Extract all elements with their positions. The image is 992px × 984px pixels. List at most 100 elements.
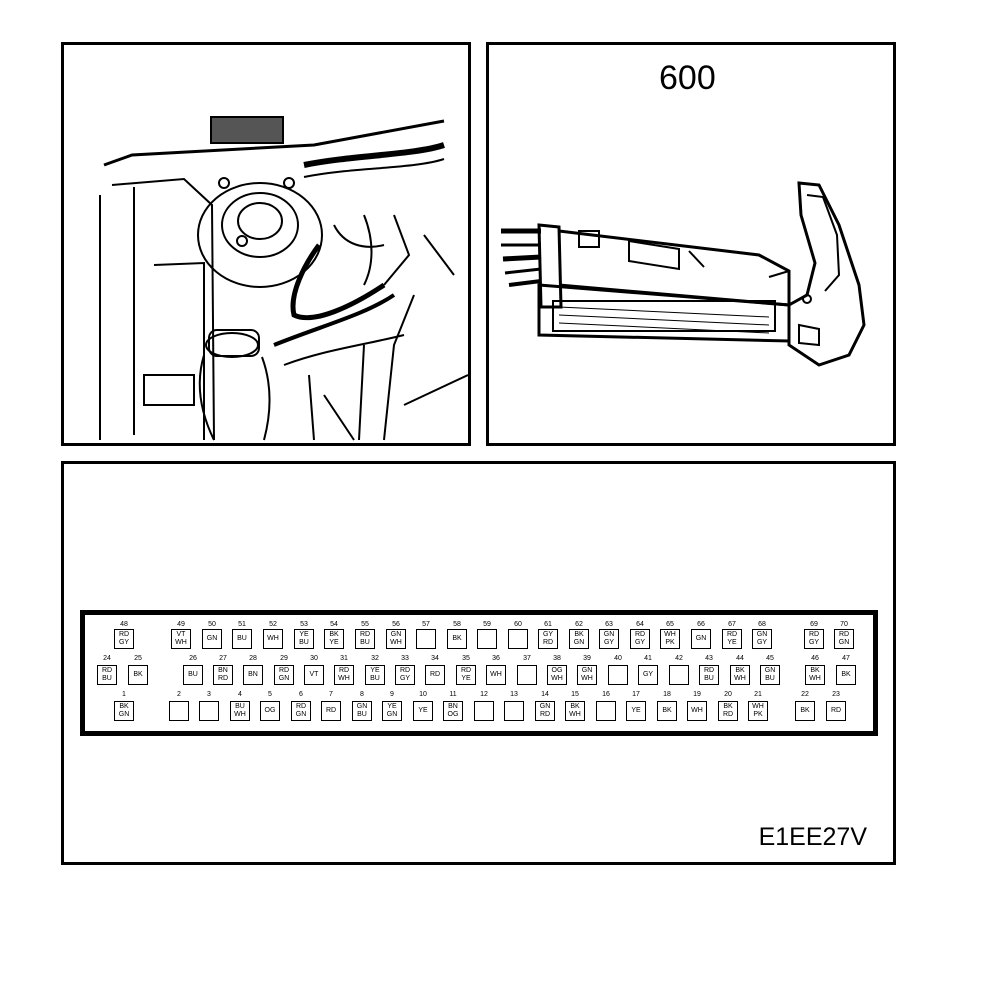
pin-number: 2 bbox=[177, 691, 181, 698]
pin-number: 34 bbox=[431, 655, 439, 662]
wire-color-code: GN bbox=[603, 631, 615, 638]
wire-color-code: GN bbox=[390, 631, 402, 638]
wire-color-code: GN bbox=[118, 711, 130, 718]
wire-color-code: RD bbox=[722, 711, 734, 718]
wire-color-code: WH bbox=[338, 675, 350, 682]
pin-cavity: VT bbox=[304, 665, 324, 685]
wire-color-code: RD bbox=[808, 631, 820, 638]
wire-color-code: RD bbox=[542, 639, 554, 646]
pin-number: 56 bbox=[392, 621, 400, 628]
pin-number: 54 bbox=[330, 621, 338, 628]
pin-number: 26 bbox=[189, 655, 197, 662]
wire-color-code: BU bbox=[188, 671, 198, 678]
wire-color-code: RD bbox=[830, 707, 842, 714]
wire-color-code: GY bbox=[634, 639, 646, 646]
pin-cavity bbox=[477, 629, 497, 649]
pin-number: 66 bbox=[697, 621, 705, 628]
pin-number: 39 bbox=[583, 655, 591, 662]
pin-number: 21 bbox=[754, 691, 762, 698]
wire-color-code: YE bbox=[461, 675, 471, 682]
wire-color-code: RD bbox=[118, 631, 130, 638]
wire-color-code: YE bbox=[387, 703, 397, 710]
wire-color-code: WH bbox=[267, 635, 279, 642]
pin-cavity: GN bbox=[691, 629, 711, 649]
engine-bay-illustration bbox=[61, 42, 471, 446]
pin-number: 62 bbox=[575, 621, 583, 628]
pin-cavity: RD bbox=[826, 701, 846, 721]
pin-number: 65 bbox=[666, 621, 674, 628]
wire-color-code: GY bbox=[399, 675, 411, 682]
pin-number: 1 bbox=[122, 691, 126, 698]
wire-color-code: BU bbox=[357, 711, 367, 718]
pin-number: 42 bbox=[675, 655, 683, 662]
pin-cavity bbox=[199, 701, 219, 721]
pin-number: 47 bbox=[842, 655, 850, 662]
wire-color-code: RD bbox=[429, 671, 441, 678]
wire-color-code: WH bbox=[490, 671, 502, 678]
pin-cavity: YE bbox=[413, 701, 433, 721]
pin-number: 53 bbox=[300, 621, 308, 628]
wire-color-code: BU bbox=[704, 675, 714, 682]
wire-color-code: RD bbox=[295, 703, 307, 710]
pin-number: 20 bbox=[724, 691, 732, 698]
wire-color-code: GN bbox=[764, 667, 776, 674]
pin-number: 16 bbox=[602, 691, 610, 698]
wire-color-code: GN bbox=[356, 703, 368, 710]
pin-cavity: BK bbox=[795, 701, 815, 721]
pin-number: 4 bbox=[238, 691, 242, 698]
pin-number: 6 bbox=[299, 691, 303, 698]
pin-number: 3 bbox=[207, 691, 211, 698]
pin-number: 35 bbox=[462, 655, 470, 662]
wire-color-code: RD bbox=[217, 675, 229, 682]
pin-number: 52 bbox=[269, 621, 277, 628]
wire-color-code: WH bbox=[175, 639, 187, 646]
wire-color-code: RD bbox=[101, 667, 113, 674]
pin-number: 18 bbox=[663, 691, 671, 698]
wire-color-code: BU bbox=[102, 675, 112, 682]
pin-number: 68 bbox=[758, 621, 766, 628]
pin-number: 38 bbox=[553, 655, 561, 662]
pin-cavity: WH bbox=[486, 665, 506, 685]
wire-color-code: YE bbox=[370, 667, 380, 674]
pin-number: 57 bbox=[422, 621, 430, 628]
pin-cavity bbox=[474, 701, 494, 721]
wire-color-code: WH bbox=[234, 711, 246, 718]
wire-color-code: WH bbox=[581, 675, 593, 682]
wire-color-code: RD bbox=[399, 667, 411, 674]
wire-color-code: PK bbox=[753, 711, 763, 718]
pin-number: 23 bbox=[832, 691, 840, 698]
pin-number: 10 bbox=[419, 691, 427, 698]
pin-number: 69 bbox=[810, 621, 818, 628]
pin-number: 60 bbox=[514, 621, 522, 628]
wire-color-code: RD bbox=[325, 707, 337, 714]
pin-cavity: GN bbox=[202, 629, 222, 649]
pin-number: 63 bbox=[605, 621, 613, 628]
wire-color-code: BN bbox=[218, 667, 228, 674]
wire-color-code: BK bbox=[570, 703, 580, 710]
pin-number: 30 bbox=[310, 655, 318, 662]
pin-number: 13 bbox=[510, 691, 518, 698]
wire-color-code: GY bbox=[542, 631, 554, 638]
wire-color-code: GN bbox=[573, 639, 585, 646]
pin-number: 12 bbox=[480, 691, 488, 698]
wire-color-code: BK bbox=[662, 707, 672, 714]
engine-bay-drawing bbox=[99, 116, 468, 441]
pin-cavity: BN bbox=[243, 665, 263, 685]
wire-color-code: PK bbox=[665, 639, 675, 646]
wire-color-code: GN bbox=[581, 667, 593, 674]
